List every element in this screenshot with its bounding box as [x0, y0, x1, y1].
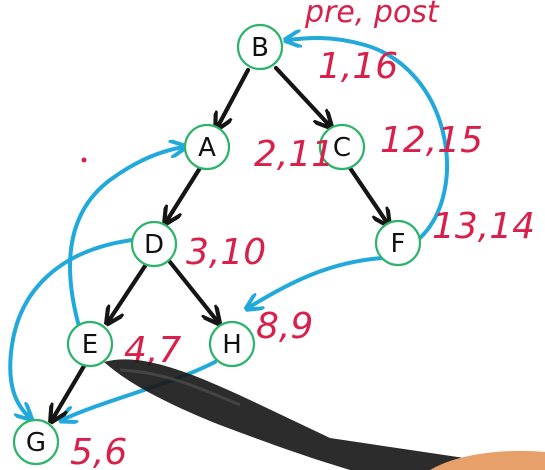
pen-tip: [104, 359, 545, 470]
node-d: D: [130, 220, 178, 268]
annotation-c: 12,15: [380, 120, 483, 161]
annotation-a: 2,11: [254, 134, 334, 175]
back-edge-f-h: [248, 256, 384, 308]
node-a-label: A: [198, 133, 216, 163]
node-a: A: [183, 123, 231, 171]
back-edge-d-g: [8, 238, 134, 418]
back-edges: [8, 38, 450, 420]
tree-edge-a-d: [166, 165, 203, 222]
annotation-g: 5,6: [70, 432, 127, 470]
node-g: G: [12, 418, 60, 466]
node-h: H: [208, 320, 256, 368]
node-b-label: B: [251, 33, 269, 63]
stray-dot: [81, 157, 87, 163]
tree-edge-d-e: [108, 263, 148, 322]
node-d-label: D: [144, 230, 164, 260]
node-e: E: [66, 320, 114, 368]
node-c-label: C: [333, 133, 351, 163]
node-g-label: G: [26, 428, 46, 458]
node-c: C: [318, 123, 366, 171]
node-h-label: H: [222, 330, 242, 360]
node-b: B: [236, 23, 284, 71]
back-edge-e-a: [68, 147, 184, 332]
tree-edge-d-h: [167, 259, 218, 322]
tree-edge-b-a: [217, 67, 251, 128]
back-edge-f-b: [287, 38, 450, 240]
node-f: F: [374, 219, 422, 267]
annotation-header: pre, post: [304, 0, 440, 30]
nodes: B A C D F E H: [12, 23, 422, 466]
tree-edge-e-g: [52, 363, 87, 420]
tree-edge-b-c: [273, 65, 330, 126]
node-e-label: E: [82, 330, 98, 360]
back-edge-h-g: [62, 360, 217, 420]
tree-edge-c-f: [347, 165, 388, 224]
annotation-h: 8,9: [256, 306, 313, 347]
annotation-f: 13,14: [432, 206, 535, 247]
tree-edges: [52, 65, 388, 420]
annotation-b: 1,16: [318, 46, 398, 87]
node-f-label: F: [391, 229, 406, 259]
annotation-d: 3,10: [186, 232, 266, 273]
